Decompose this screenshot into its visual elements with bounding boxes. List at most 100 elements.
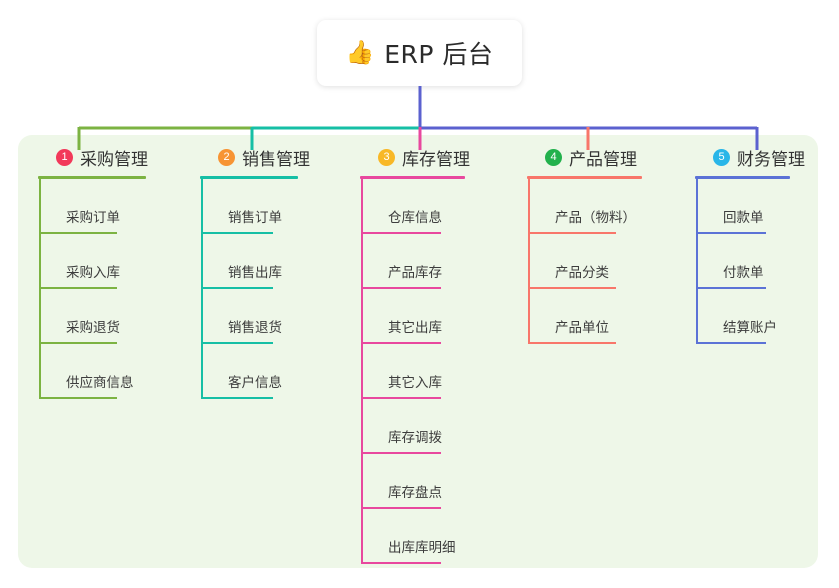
column-title: 销售管理 [242, 149, 310, 170]
leaf-label: 付款单 [723, 265, 764, 281]
column-underline [38, 176, 146, 179]
thumbs-up-icon: 👍 [345, 39, 375, 66]
leaf-item[interactable]: 采购订单 [38, 179, 148, 234]
diagram-background-panel [18, 135, 818, 568]
leaf-item[interactable]: 其它入库 [360, 344, 470, 399]
leaf-label: 产品库存 [388, 265, 442, 281]
leaf-underline [361, 507, 441, 509]
column-1: 1 采购管理采购订单采购入库采购退货供应商信息 [38, 144, 148, 399]
column-underline [527, 176, 642, 179]
leaf-label: 采购入库 [66, 265, 120, 281]
column-title: 采购管理 [80, 149, 148, 170]
leaf-label: 其它出库 [388, 320, 442, 336]
leaf-item[interactable]: 采购入库 [38, 234, 148, 289]
leaf-label: 产品分类 [555, 265, 609, 281]
leaf-label: 产品单位 [555, 320, 609, 336]
column-header-3[interactable]: 3 库存管理 [360, 144, 470, 170]
leaf-list: 仓库信息产品库存其它出库其它入库库存调拨库存盘点出库库明细 [360, 179, 470, 564]
leaf-label: 回款单 [723, 210, 764, 226]
leaf-label: 销售订单 [228, 210, 282, 226]
leaf-item[interactable]: 销售出库 [200, 234, 310, 289]
leaf-item[interactable]: 客户信息 [200, 344, 310, 399]
leaf-label: 采购退货 [66, 320, 120, 336]
leaf-underline [696, 342, 766, 344]
column-underline [360, 176, 465, 179]
leaf-underline [39, 287, 117, 289]
leaf-underline [201, 397, 273, 399]
leaf-label: 结算账户 [723, 320, 777, 336]
leaf-item[interactable]: 仓库信息 [360, 179, 470, 234]
leaf-item[interactable]: 产品（物料） [527, 179, 642, 234]
leaf-underline [528, 287, 616, 289]
leaf-item[interactable]: 产品分类 [527, 234, 642, 289]
leaf-underline [696, 232, 766, 234]
leaf-list: 回款单付款单结算账户 [695, 179, 805, 344]
column-badge-icon: 5 [713, 148, 730, 166]
leaf-item[interactable]: 供应商信息 [38, 344, 148, 399]
leaf-spine [696, 179, 698, 344]
leaf-item[interactable]: 结算账户 [695, 289, 805, 344]
column-title: 库存管理 [402, 149, 470, 170]
column-badge-icon: 4 [545, 148, 562, 166]
leaf-label: 出库库明细 [388, 540, 456, 556]
column-2: 2 销售管理销售订单销售出库销售退货客户信息 [200, 144, 310, 399]
column-title: 财务管理 [737, 149, 805, 170]
column-header-2[interactable]: 2 销售管理 [200, 144, 310, 170]
column-3: 3 库存管理仓库信息产品库存其它出库其它入库库存调拨库存盘点出库库明细 [360, 144, 470, 564]
column-underline [200, 176, 298, 179]
column-5: 5 财务管理回款单付款单结算账户 [695, 144, 805, 344]
leaf-underline [361, 562, 441, 564]
leaf-underline [361, 232, 441, 234]
leaf-label: 销售退货 [228, 320, 282, 336]
leaf-underline [361, 397, 441, 399]
root-node-erp-backend[interactable]: 👍 ERP 后台 [317, 20, 522, 86]
column-4: 4 产品管理产品（物料） 产品分类产品单位 [527, 144, 642, 344]
leaf-underline [39, 232, 117, 234]
leaf-item[interactable]: 库存调拨 [360, 399, 470, 454]
leaf-underline [696, 287, 766, 289]
leaf-label: 采购订单 [66, 210, 120, 226]
leaf-item[interactable]: 付款单 [695, 234, 805, 289]
leaf-underline [201, 342, 273, 344]
leaf-label: 供应商信息 [66, 375, 134, 391]
leaf-list: 产品（物料） 产品分类产品单位 [527, 179, 642, 344]
leaf-spine [528, 179, 530, 344]
column-header-5[interactable]: 5 财务管理 [695, 144, 805, 170]
leaf-underline [361, 342, 441, 344]
column-badge-icon: 1 [56, 148, 73, 166]
leaf-underline [201, 232, 273, 234]
leaf-list: 销售订单销售出库销售退货客户信息 [200, 179, 310, 399]
leaf-spine [201, 179, 203, 399]
leaf-item[interactable]: 产品库存 [360, 234, 470, 289]
root-node-title: ERP 后台 [384, 40, 494, 69]
leaf-item[interactable]: 回款单 [695, 179, 805, 234]
column-title: 产品管理 [569, 149, 637, 170]
leaf-item[interactable]: 出库库明细 [360, 509, 470, 564]
leaf-underline [528, 342, 616, 344]
leaf-label: 库存盘点 [388, 485, 442, 501]
leaf-item[interactable]: 销售订单 [200, 179, 310, 234]
column-header-1[interactable]: 1 采购管理 [38, 144, 148, 170]
leaf-spine [361, 179, 363, 564]
leaf-underline [361, 452, 441, 454]
leaf-list: 采购订单采购入库采购退货供应商信息 [38, 179, 148, 399]
column-underline [695, 176, 790, 179]
column-badge-icon: 2 [218, 148, 235, 166]
leaf-label: 库存调拨 [388, 430, 442, 446]
column-badge-icon: 3 [378, 148, 395, 166]
leaf-label: 仓库信息 [388, 210, 442, 226]
column-header-4[interactable]: 4 产品管理 [527, 144, 642, 170]
leaf-spine [39, 179, 41, 399]
leaf-item[interactable]: 产品单位 [527, 289, 642, 344]
leaf-underline [528, 232, 616, 234]
leaf-label: 产品（物料） [555, 210, 636, 226]
leaf-label: 客户信息 [228, 375, 282, 391]
leaf-label: 销售出库 [228, 265, 282, 281]
leaf-item[interactable]: 库存盘点 [360, 454, 470, 509]
leaf-item[interactable]: 销售退货 [200, 289, 310, 344]
leaf-item[interactable]: 其它出库 [360, 289, 470, 344]
leaf-underline [39, 342, 117, 344]
leaf-item[interactable]: 采购退货 [38, 289, 148, 344]
leaf-label: 其它入库 [388, 375, 442, 391]
